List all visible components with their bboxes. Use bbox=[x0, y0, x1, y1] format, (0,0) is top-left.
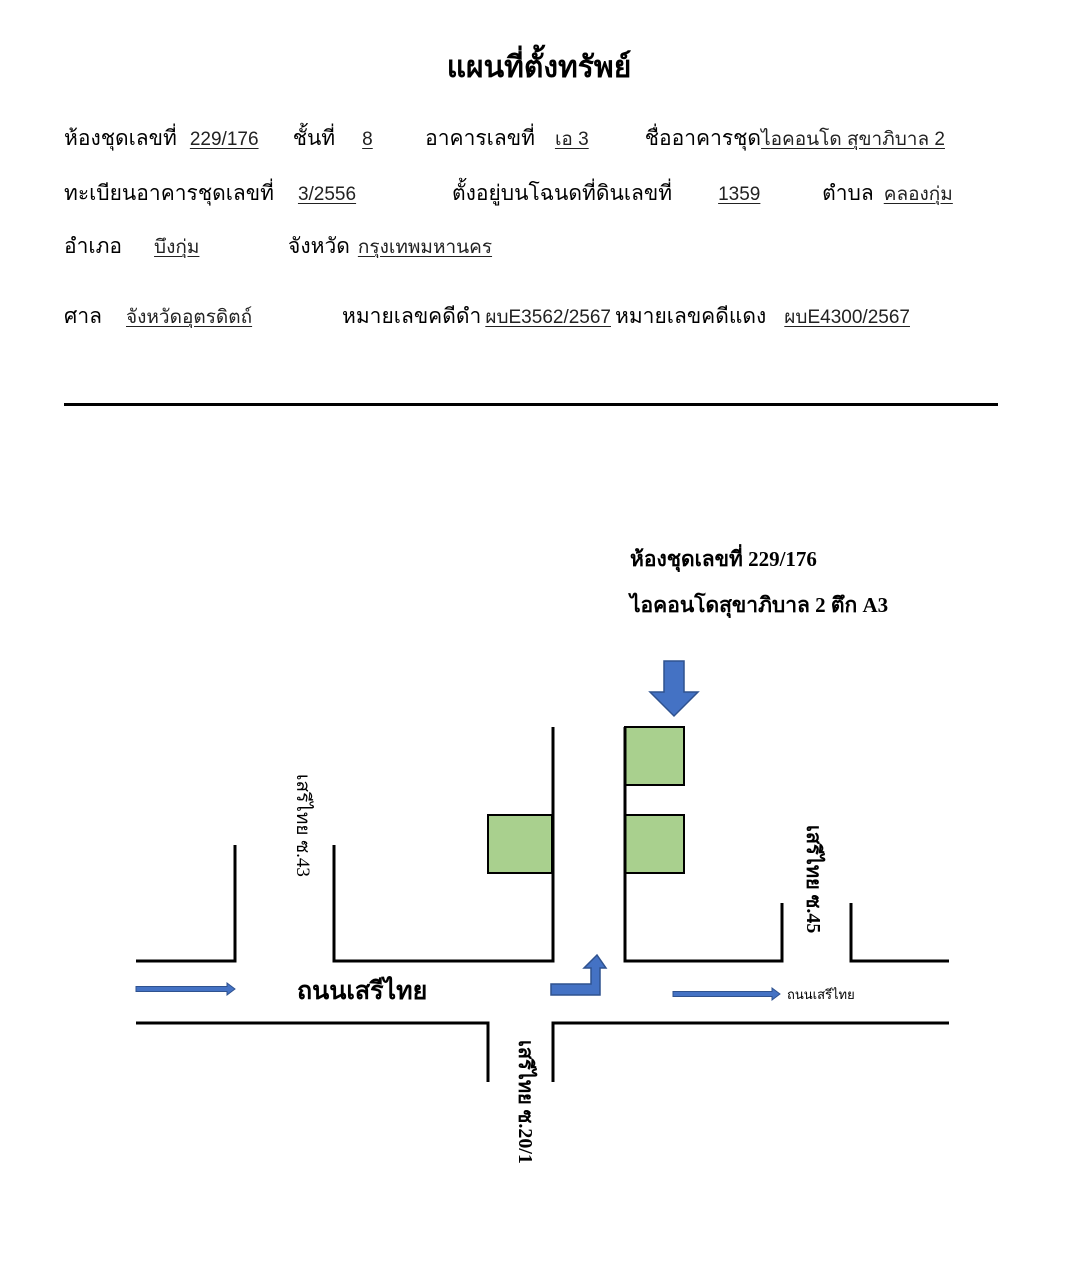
form-row-2: ทะเบียนอาคารชุดเลขที่ 3/2556 ตั้งอยู่บนโฉน… bbox=[64, 179, 953, 210]
red-case-label: หมายเลขคดีแดง bbox=[615, 305, 767, 328]
unit-no-value: 229/176 bbox=[189, 129, 259, 150]
right-arrow-icon bbox=[672, 987, 781, 1001]
road-edge bbox=[551, 1021, 949, 1082]
condo-name-value: ไอคอนโด สุขาภิบาล 2 bbox=[761, 129, 945, 150]
province-value: กรุงเทพมหานคร bbox=[357, 237, 493, 258]
red-case-value: ผบE4300/2567 bbox=[784, 307, 910, 328]
subdistrict-label: ตำบล bbox=[822, 182, 874, 205]
district-value: บึงกุ่ม bbox=[154, 237, 200, 258]
court-value: จังหวัดอุตรดิตถ์ bbox=[126, 307, 253, 328]
road-edge bbox=[136, 845, 237, 963]
soi-45-label: เสรีไทย ซ.45 bbox=[802, 825, 826, 933]
district-label: อำเภอ bbox=[64, 235, 123, 258]
page-title: แผนที่ตั้งทรัพย์ bbox=[446, 51, 632, 84]
building-block bbox=[487, 814, 553, 874]
registration-value: 3/2556 bbox=[297, 184, 357, 205]
road-network bbox=[136, 727, 949, 1082]
turn-arrow-icon bbox=[550, 953, 608, 996]
form-row-1: ห้องชุดเลขที่ 229/176 ชั้นที่ 8 อาคารเลขที่… bbox=[64, 124, 945, 155]
province-label: จังหวัด bbox=[288, 235, 350, 258]
soi-43-label: เสรีไทย ซ.43 bbox=[292, 774, 314, 877]
road-edge bbox=[136, 1021, 490, 1082]
main-road-label: ถนนเสรีไทย bbox=[297, 975, 427, 1005]
soi-20-1-label: เสรีไทย ซ.20/1 bbox=[514, 1040, 538, 1164]
floor-label: ชั้นที่ bbox=[292, 127, 336, 150]
main-road-label-small: ถนนเสรีไทย bbox=[787, 987, 855, 1002]
target-condo-label: ไอคอนโดสุขาภิบาล 2 ตึก A3 bbox=[628, 592, 888, 619]
road-edge bbox=[623, 727, 784, 963]
target-building bbox=[624, 726, 685, 786]
building-no-label: อาคารเลขที่ bbox=[425, 127, 535, 150]
registration-label: ทะเบียนอาคารชุดเลขที่ bbox=[64, 182, 274, 205]
target-unit-label: ห้องชุดเลขที่ 229/176 bbox=[630, 543, 817, 573]
court-label: ศาล bbox=[64, 305, 102, 328]
road-edge bbox=[849, 903, 949, 963]
target-arrow-icon bbox=[648, 660, 700, 718]
condo-name-label: ชื่ออาคารชุด bbox=[644, 127, 762, 150]
black-case-value: ผบE3562/2567 bbox=[485, 307, 611, 328]
form-row-3: อำเภอ บึงกุ่ม จังหวัด กรุงเทพมหานคร bbox=[64, 232, 560, 263]
right-arrow-icon bbox=[135, 982, 236, 996]
subdistrict-value: คลองกุ่ม bbox=[883, 184, 953, 205]
separator-line bbox=[64, 403, 998, 406]
deed-value: 1359 bbox=[718, 184, 761, 205]
road-edge bbox=[332, 727, 555, 963]
black-case-label: หมายเลขคดีดำ bbox=[342, 305, 482, 328]
form-row-4: ศาล จังหวัดอุตรดิตถ์ หมายเลขคดีดำผบE3562/2… bbox=[64, 302, 910, 333]
floor-value: 8 bbox=[362, 129, 373, 150]
building-no-value: เอ 3 bbox=[554, 129, 589, 150]
unit-no-label: ห้องชุดเลขที่ bbox=[64, 127, 177, 150]
building-block bbox=[624, 814, 685, 874]
deed-label: ตั้งอยู่บนโฉนดที่ดินเลขที่ bbox=[451, 182, 673, 205]
